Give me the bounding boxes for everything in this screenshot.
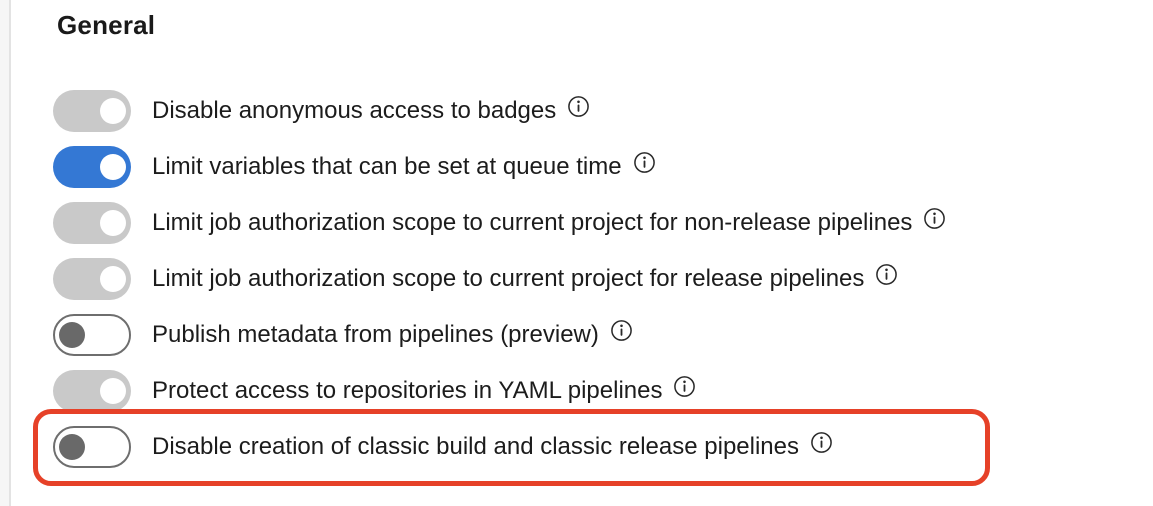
setting-label: Publish metadata from pipelines (preview…: [152, 321, 599, 348]
info-icon[interactable]: [567, 95, 590, 118]
toggle-knob: [100, 98, 126, 124]
setting-row-limit-job-auth-non-release: Limit job authorization scope to current…: [53, 195, 946, 251]
toggle-disable-anonymous-access-badges[interactable]: [53, 90, 131, 132]
info-icon[interactable]: [875, 263, 898, 286]
toggle-limit-variables-queue-time[interactable]: [53, 146, 131, 188]
toggle-knob: [100, 378, 126, 404]
toggle-knob: [100, 266, 126, 292]
toggle-knob: [59, 434, 85, 460]
setting-label: Limit job authorization scope to current…: [152, 265, 865, 292]
setting-label: Disable creation of classic build and cl…: [152, 433, 800, 460]
toggle-protect-access-repositories-yaml[interactable]: [53, 370, 131, 412]
setting-label: Limit variables that can be set at queue…: [152, 153, 622, 180]
toggle-limit-job-auth-scope-non-release[interactable]: [53, 202, 131, 244]
toggle-knob: [100, 210, 126, 236]
setting-row-limit-variables: Limit variables that can be set at queue…: [53, 139, 946, 195]
setting-row-publish-metadata: Publish metadata from pipelines (preview…: [53, 307, 946, 363]
setting-row-disable-anonymous-badges: Disable anonymous access to badges: [53, 83, 946, 139]
setting-label: Limit job authorization scope to current…: [152, 209, 913, 236]
toggle-publish-metadata-pipelines[interactable]: [53, 314, 131, 356]
setting-row-protect-repositories-yaml: Protect access to repositories in YAML p…: [53, 363, 946, 419]
toggle-disable-classic-build-release-pipelines[interactable]: [53, 426, 131, 468]
left-gutter-divider: [0, 0, 11, 506]
toggle-knob: [59, 322, 85, 348]
toggle-knob: [100, 154, 126, 180]
info-icon[interactable]: [633, 151, 656, 174]
setting-label: Protect access to repositories in YAML p…: [152, 377, 663, 404]
info-icon[interactable]: [673, 375, 696, 398]
setting-row-disable-classic-pipelines: Disable creation of classic build and cl…: [53, 419, 946, 475]
toggle-limit-job-auth-scope-release[interactable]: [53, 258, 131, 300]
info-icon[interactable]: [923, 207, 946, 230]
settings-list: Disable anonymous access to badges Limit…: [53, 83, 946, 475]
section-heading: General: [57, 10, 156, 40]
info-icon[interactable]: [610, 319, 633, 342]
setting-label: Disable anonymous access to badges: [152, 97, 557, 124]
setting-row-limit-job-auth-release: Limit job authorization scope to current…: [53, 251, 946, 307]
info-icon[interactable]: [810, 431, 833, 454]
